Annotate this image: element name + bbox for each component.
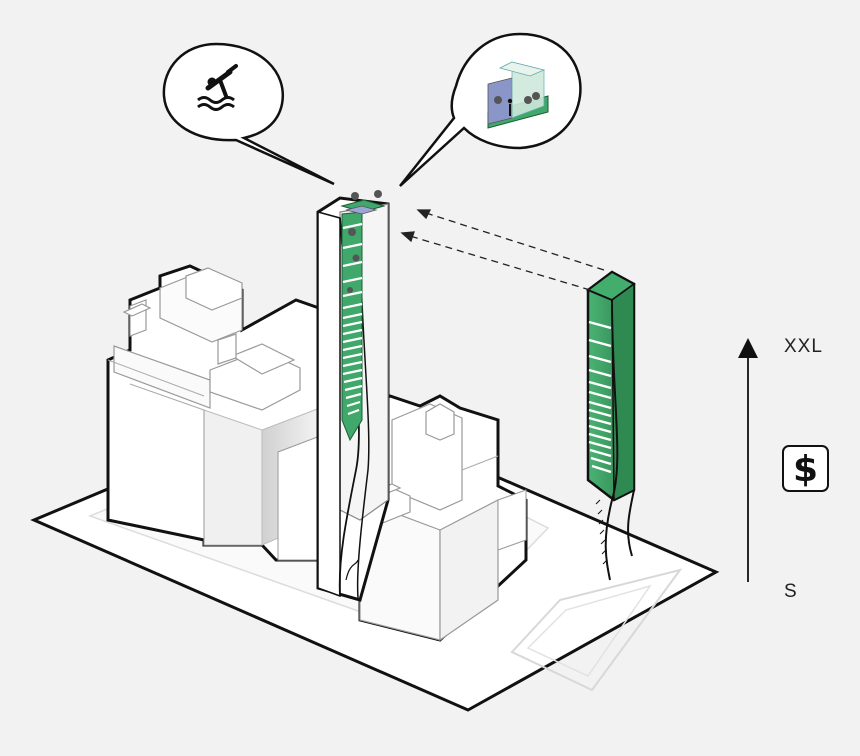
tower-tree-icons bbox=[347, 190, 382, 293]
glass-pavilion-icon bbox=[487, 61, 549, 129]
tower-green-strip bbox=[340, 190, 386, 442]
left-building-block bbox=[106, 264, 338, 562]
tower-floor-slabs bbox=[342, 222, 363, 416]
scale-bottom-label: S bbox=[784, 581, 798, 602]
swimming-pool-icon bbox=[197, 64, 238, 111]
floating-tower-ticks bbox=[595, 499, 608, 565]
speech-bubble-pool bbox=[162, 42, 335, 186]
floating-tower-slabs bbox=[588, 320, 612, 474]
scale-top-label: XXL bbox=[784, 336, 823, 357]
speech-bubble-pavilion bbox=[399, 32, 582, 187]
money-symbol: $ bbox=[793, 449, 818, 490]
dashed-connector-arrows bbox=[400, 209, 605, 291]
dollar-icon: $ bbox=[782, 445, 829, 492]
floating-green-tower bbox=[586, 270, 636, 581]
arrow-up-icon bbox=[738, 338, 758, 358]
scale-arrow bbox=[738, 338, 758, 582]
